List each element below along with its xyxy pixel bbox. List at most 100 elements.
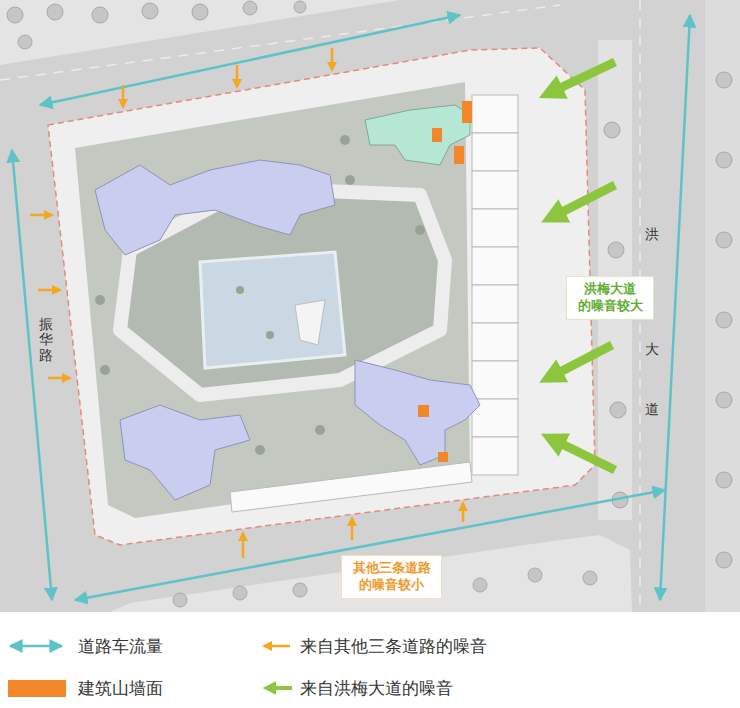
- callout-box: 其他三条道路 的噪音较小: [341, 555, 442, 599]
- tree: [716, 72, 732, 88]
- shop-unit: [472, 95, 518, 133]
- palm: [415, 225, 425, 235]
- pool: [200, 252, 345, 368]
- callout-text: 其他三条道路 的噪音较小: [350, 560, 433, 594]
- road-ground: [0, 0, 740, 612]
- tree: [716, 312, 732, 328]
- tree: [716, 152, 732, 168]
- palm: [100, 365, 110, 375]
- gable-wall: [438, 452, 448, 462]
- tree: [604, 122, 620, 138]
- noise-arrow: [351, 518, 354, 540]
- main-noise-arrow-group: [560, 62, 615, 470]
- gable-wall: [462, 101, 472, 123]
- legend-text: 来自洪梅大道的噪音: [300, 678, 453, 698]
- traffic-arrow: [12, 150, 52, 600]
- shop-unit: [472, 437, 518, 475]
- legend-text: 建筑山墙面: [78, 678, 163, 698]
- road-name: 大: [645, 342, 659, 357]
- traffic-arrow-group: [12, 15, 690, 600]
- main-noise-arrow: [560, 345, 612, 372]
- tree: [473, 578, 487, 592]
- noise-arrow: [30, 214, 52, 217]
- shop-unit: [472, 361, 518, 399]
- tree: [610, 402, 626, 418]
- gable-wall: [432, 128, 442, 142]
- tree: [716, 552, 732, 568]
- main-noise-arrow: [562, 185, 615, 212]
- tree: [528, 568, 542, 582]
- tree: [293, 583, 307, 597]
- gable-wall-group: [418, 101, 472, 462]
- landscape-area: [75, 82, 470, 518]
- residential-building: [365, 105, 470, 165]
- noise-arrow: [48, 377, 70, 380]
- shop-unit: [230, 462, 472, 512]
- pool-deck: [295, 300, 325, 345]
- palm: [95, 295, 105, 305]
- shop-unit: [472, 171, 518, 209]
- callout-box: 洪梅大道 的噪音较大: [566, 276, 654, 320]
- tree: [92, 7, 108, 23]
- noise-arrow: [462, 503, 465, 522]
- legend-main-noise-sample: [275, 686, 292, 690]
- residential-building: [120, 405, 250, 500]
- shop-unit: [472, 247, 518, 285]
- road-verge: [705, 0, 740, 612]
- noise-arrow: [236, 65, 239, 87]
- legend-noise-sample: [264, 645, 290, 648]
- shop-unit: [472, 209, 518, 247]
- main-noise-arrow: [560, 62, 615, 88]
- road-name: 洪: [645, 227, 659, 242]
- noise-arrow: [242, 533, 245, 558]
- palm: [266, 331, 274, 339]
- palm: [236, 286, 244, 294]
- legend-text: 来自其他三条道路的噪音: [300, 636, 487, 656]
- noise-arrow: [38, 289, 60, 292]
- shop-unit: [472, 323, 518, 361]
- site-boundary: [48, 48, 595, 545]
- tree: [142, 3, 158, 19]
- traffic-arrow: [40, 15, 460, 105]
- noise-arrow: [122, 85, 125, 107]
- gable-wall: [418, 405, 429, 417]
- tree: [716, 472, 732, 488]
- residential-building: [355, 360, 480, 465]
- traffic-arrow: [660, 15, 690, 600]
- traffic-arrow: [75, 490, 665, 600]
- commercial-strip: [230, 95, 518, 512]
- tree: [173, 593, 187, 607]
- tree: [716, 392, 732, 408]
- city-block: [110, 535, 632, 612]
- tree: [294, 1, 306, 13]
- tree-group: [7, 1, 732, 607]
- tree: [47, 4, 63, 20]
- palm: [255, 445, 265, 455]
- noise-arrow: [331, 48, 334, 70]
- residential-building: [95, 160, 335, 255]
- tree: [233, 586, 247, 600]
- tree: [716, 232, 732, 248]
- main-noise-arrow: [562, 444, 615, 470]
- tree: [7, 7, 23, 23]
- palm: [345, 175, 355, 185]
- gable-wall: [454, 146, 464, 164]
- palm: [315, 425, 325, 435]
- shop-unit: [472, 285, 518, 323]
- tree: [608, 242, 624, 258]
- tree: [18, 35, 32, 49]
- tree: [583, 571, 597, 585]
- legend-traffic-sample: [10, 645, 62, 648]
- road-name: 振华路: [39, 317, 53, 363]
- tree: [243, 1, 257, 15]
- legend-text: 道路车流量: [78, 636, 163, 656]
- legend-swatch: [8, 680, 66, 697]
- city-block: [0, 0, 400, 65]
- tree: [192, 4, 208, 20]
- road-name: 道: [645, 402, 659, 417]
- palm: [340, 135, 350, 145]
- noise-arrow-group: [30, 48, 463, 558]
